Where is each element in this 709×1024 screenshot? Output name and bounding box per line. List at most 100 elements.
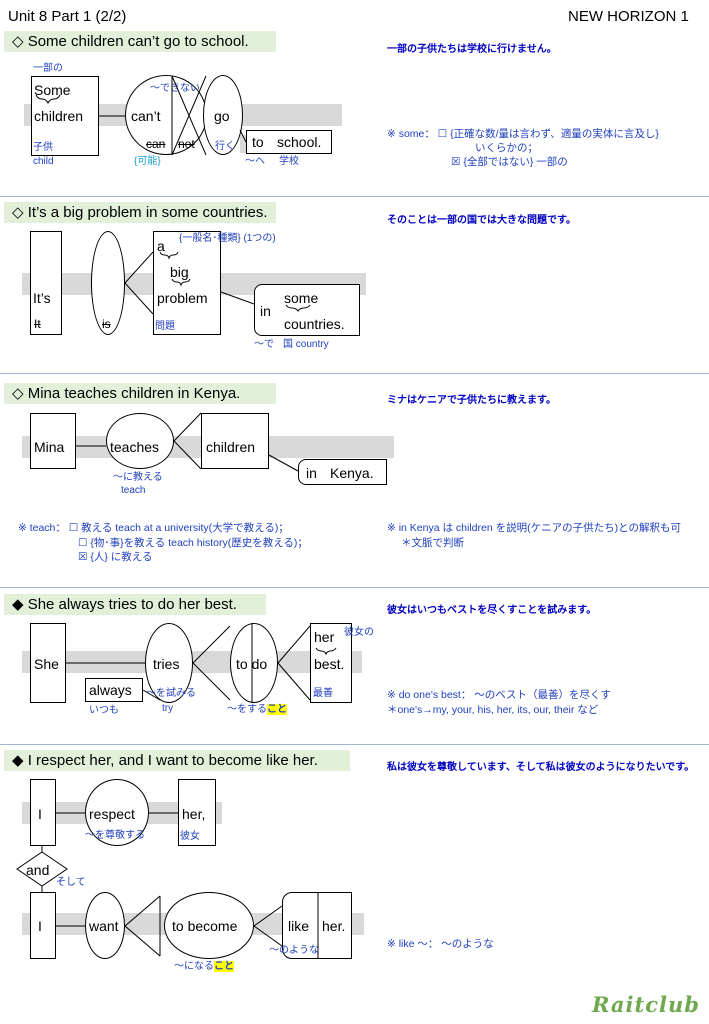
verb-oval-5a bbox=[85, 779, 149, 846]
word: It’s bbox=[33, 290, 51, 306]
subject-box-1 bbox=[31, 76, 99, 156]
gloss: そして bbox=[56, 877, 86, 888]
subject-box-3 bbox=[30, 413, 76, 469]
translation-1: 一部の子供たちは学校に行けません。 bbox=[387, 44, 557, 55]
section-divider bbox=[0, 744, 709, 745]
sentence-banner-3: ◇ Mina teaches children in Kenya. bbox=[4, 383, 276, 404]
gloss: try bbox=[162, 703, 174, 714]
gloss: ～できない bbox=[150, 83, 200, 94]
word: always bbox=[89, 682, 132, 698]
raitclub-logo: Raitclub bbox=[592, 992, 700, 1017]
textbook-title: NEW HORIZON 1 bbox=[568, 8, 689, 25]
note: ※ some： ☐ {正確な数/量は言わず、適量の実体に言及し} bbox=[387, 128, 659, 140]
conjunction-and: and bbox=[26, 862, 50, 878]
note: ☐ {物･事}を教える teach history(歴史を教える)； bbox=[78, 537, 308, 549]
word: to do bbox=[236, 656, 268, 672]
word: Some bbox=[34, 82, 71, 98]
word: children bbox=[34, 108, 84, 124]
word: problem bbox=[157, 290, 208, 306]
note: ＊文脈で判断 bbox=[401, 537, 464, 549]
word: tries bbox=[153, 656, 180, 672]
word: children bbox=[206, 439, 256, 455]
prep-box-3 bbox=[298, 459, 387, 485]
adverb-box-4 bbox=[85, 678, 143, 702]
word: It bbox=[34, 317, 41, 331]
gloss: teach bbox=[121, 485, 146, 496]
gloss: 学校 bbox=[279, 156, 299, 167]
note: ※ teach： ☐ 教える teach at a university(大学で… bbox=[18, 522, 289, 534]
verb-oval-2 bbox=[91, 231, 125, 335]
word: her, bbox=[182, 806, 206, 822]
gloss: 彼女 bbox=[180, 831, 200, 842]
note: ※ do one's best： ～のベスト（最善）を尽くす bbox=[387, 689, 611, 701]
prep-box-1 bbox=[246, 130, 332, 154]
translation-5: 私は彼女を尊敬しています、そして私は彼女のようになりたいです。 bbox=[387, 762, 695, 773]
word: She bbox=[34, 656, 59, 672]
todo-oval-4 bbox=[230, 623, 278, 703]
sentence-4: ◆ She always tries to do her best. bbox=[12, 596, 237, 613]
gloss: 国 country bbox=[283, 339, 329, 350]
subject-box-5a bbox=[30, 779, 56, 846]
gloss: 子供 bbox=[33, 142, 53, 153]
gloss-cyan: {可能} bbox=[134, 156, 161, 167]
section-divider bbox=[0, 196, 709, 197]
note: ※ in Kenya は children を説明(ケニアの子供たち)との解釈も… bbox=[387, 522, 681, 534]
word: I bbox=[38, 918, 42, 934]
gloss: ～で bbox=[254, 339, 274, 350]
word: respect bbox=[89, 806, 135, 822]
note: ※ like ～： ～のような bbox=[387, 938, 494, 950]
gloss: ～を試みる bbox=[146, 688, 196, 699]
gloss: 一部の bbox=[33, 63, 63, 74]
gloss: ～を尊敬する bbox=[85, 830, 145, 841]
translation-2: そのことは一部の国では大きな問題です。 bbox=[387, 215, 576, 226]
word: school. bbox=[277, 134, 322, 150]
word: is bbox=[102, 317, 111, 331]
translation-4: 彼女はいつもベストを尽くすことを試みます。 bbox=[387, 605, 597, 616]
prep-box-5b bbox=[282, 892, 352, 959]
gloss: いつも bbox=[89, 705, 119, 716]
word: countries. bbox=[284, 316, 345, 332]
object-box-5a bbox=[178, 779, 216, 846]
gloss: {一般名･種類} (1つの) bbox=[179, 233, 276, 244]
word: like bbox=[288, 918, 310, 934]
word: Kenya. bbox=[330, 465, 374, 481]
word: to bbox=[252, 134, 264, 150]
sentence-banner-5: ◆ I respect her, and I want to become li… bbox=[4, 750, 350, 771]
object-box-4 bbox=[310, 623, 352, 703]
sentence-3: ◇ Mina teaches children in Kenya. bbox=[12, 385, 241, 402]
gloss: ～に教える bbox=[113, 472, 163, 483]
word: her bbox=[314, 629, 335, 645]
gloss: child bbox=[33, 156, 54, 167]
word: want bbox=[89, 918, 119, 934]
gloss: 問題 bbox=[155, 321, 175, 332]
word: can’t bbox=[131, 108, 161, 124]
note: ☒ {全部ではない} 一部の bbox=[451, 156, 568, 168]
gloss-with-highlight: ～をすること bbox=[227, 704, 287, 715]
word: in bbox=[260, 303, 271, 319]
word: Mina bbox=[34, 439, 65, 455]
verb-oval-5b bbox=[85, 892, 125, 959]
word: teaches bbox=[110, 439, 160, 455]
word: not bbox=[178, 137, 195, 151]
gloss: ～のような bbox=[269, 945, 319, 956]
word: to become bbox=[172, 918, 238, 934]
word: a bbox=[157, 238, 165, 254]
word: go bbox=[214, 108, 230, 124]
word: I bbox=[38, 806, 42, 822]
subject-box-4 bbox=[30, 623, 66, 703]
word: can bbox=[146, 137, 166, 151]
gloss: 行く bbox=[215, 141, 235, 152]
go-oval-1 bbox=[203, 75, 243, 155]
subject-box-2 bbox=[30, 231, 62, 335]
word: big bbox=[170, 264, 189, 280]
translation-3: ミナはケニアで子供たちに教えます。 bbox=[387, 395, 556, 406]
word: some bbox=[284, 290, 319, 306]
gloss-with-highlight: ～になること bbox=[174, 961, 234, 972]
object-box-3 bbox=[201, 413, 269, 469]
gloss: 最善 bbox=[313, 688, 333, 699]
sentence-5: ◆ I respect her, and I want to become li… bbox=[12, 752, 318, 769]
section-divider bbox=[0, 373, 709, 374]
word: her. bbox=[322, 918, 346, 934]
gloss: ～へ bbox=[245, 156, 265, 167]
